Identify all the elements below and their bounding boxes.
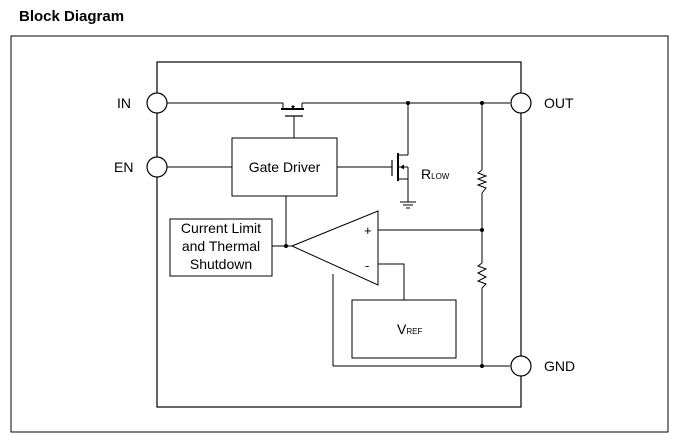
gate-driver-label: Gate Driver (249, 159, 321, 175)
ic-body (156, 61, 522, 408)
rlow-main: R (421, 166, 431, 182)
pin-in: IN (117, 92, 168, 114)
pin-gnd: GND (510, 355, 575, 377)
pin-out: OUT (510, 92, 574, 114)
current-limit-line-3: Shutdown (190, 256, 252, 272)
vref-main: V (397, 321, 407, 337)
diagram-title: Block Diagram (19, 8, 125, 25)
resistor-bottom-icon (476, 262, 488, 289)
resistor-top-icon (476, 169, 488, 194)
current-limit-block (169, 218, 273, 277)
current-limit-line-2: and Thermal (182, 238, 260, 254)
error-amplifier-icon (290, 210, 379, 286)
pmos-pass-transistor-icon (281, 103, 304, 117)
outer-frame (10, 35, 669, 433)
rlow-label: RLOW (421, 166, 450, 182)
junction-dots (284, 101, 484, 368)
gate-driver-block (231, 137, 338, 197)
current-limit-line-1: Current Limit (181, 220, 261, 236)
pin-out-label: OUT (544, 95, 574, 111)
pin-en: EN (114, 156, 168, 178)
pin-en-label: EN (114, 159, 133, 175)
vref-sub: REF (406, 327, 422, 336)
pin-in-label: IN (117, 95, 131, 111)
ground-icon (400, 201, 416, 209)
vref-block (351, 299, 457, 359)
amp-plus-label: + (364, 223, 372, 238)
rlow-sub: LOW (431, 172, 450, 181)
vref-label: VREF (397, 321, 422, 337)
amp-minus-label: - (365, 258, 369, 273)
nmos-rlow-transistor-icon (391, 152, 409, 182)
pin-gnd-label: GND (544, 358, 575, 374)
